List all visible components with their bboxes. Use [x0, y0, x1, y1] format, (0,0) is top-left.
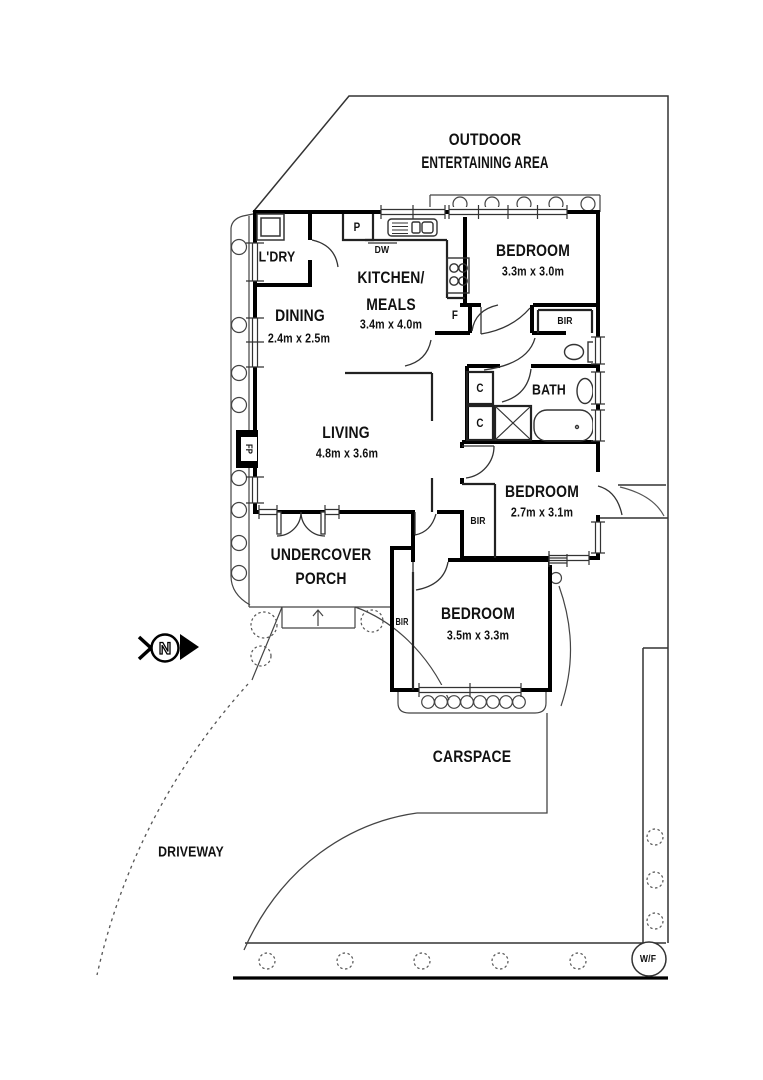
kitchen-label-line1: KITCHEN/: [357, 268, 425, 287]
vanity-basin: [576, 377, 594, 405]
dining-dims: 2.4m x 2.5m: [267, 330, 331, 346]
dishwasher-label: DW: [374, 244, 390, 256]
water-feature-label: W/F: [639, 953, 657, 965]
porch-label-line2: PORCH: [295, 569, 347, 588]
shower-cross: [494, 405, 532, 441]
bedroom3-bir-label: BIR: [395, 616, 409, 628]
front-deck: [397, 571, 572, 714]
compass-chevron: [137, 635, 154, 661]
north-compass: N: [137, 633, 199, 663]
bath-label: BATH: [532, 381, 566, 399]
fridge-label: F: [451, 308, 459, 322]
pantry-label: P: [353, 220, 361, 234]
bathtub: [533, 409, 594, 442]
external-internal-walls: [253, 210, 600, 692]
driveway-dashed-edge: [96, 683, 249, 976]
dining-label: DINING: [275, 306, 325, 325]
toilet: [563, 341, 597, 363]
laundry-trough: [256, 213, 285, 241]
kitchen-dims: 3.4m x 4.0m: [359, 316, 423, 332]
property-boundary: [245, 95, 669, 944]
living-dims: 4.8m x 3.6m: [315, 445, 379, 461]
windows: [246, 205, 605, 697]
fireplace: [236, 430, 258, 468]
gate-arc: [619, 486, 665, 517]
bedroom1-label: BEDROOM: [496, 241, 570, 260]
cupboard1-label: C: [476, 381, 484, 395]
bedroom3-dims: 3.5m x 3.3m: [446, 627, 510, 643]
bedroom2-bir-label: BIR: [470, 515, 486, 527]
carspace-outline: [243, 713, 548, 951]
living-label: LIVING: [322, 423, 370, 442]
bedroom2-label: BEDROOM: [505, 482, 579, 501]
bedroom3-label: BEDROOM: [441, 604, 515, 623]
bedroom2-dims: 2.7m x 3.1m: [510, 504, 574, 520]
bedroom1-bir-label: BIR: [557, 315, 573, 327]
garden-shrubs-right: [646, 828, 664, 930]
porch-and-steps: [249, 606, 450, 701]
compass-north-letter: N: [159, 639, 171, 658]
bedroom1-dims: 3.3m x 3.0m: [501, 263, 565, 279]
kitchen-label-line2: MEALS: [366, 295, 416, 314]
stove-cooktop: [446, 257, 470, 294]
outdoor-area-label-line2: ENTERTAINING AREA: [421, 153, 549, 172]
door-swings: [276, 239, 623, 591]
cupboard2-label: C: [476, 416, 484, 430]
laundry-label: L'DRY: [258, 248, 296, 266]
water-feature-circle: [631, 941, 667, 977]
porch-label-line1: UNDERCOVER: [270, 545, 372, 564]
garden-shrubs-porch: [250, 609, 384, 667]
kitchen-sink: [387, 218, 438, 237]
garden-shrubs-bottom: [258, 952, 587, 970]
north-arrow-icon: [180, 634, 199, 660]
outdoor-area-label-line1: OUTDOOR: [448, 130, 522, 149]
west-verandah-band: [230, 213, 254, 607]
fireplace-label: FP: [244, 443, 254, 455]
carspace-label: CARSPACE: [432, 747, 512, 766]
driveway-label: DRIVEWAY: [158, 843, 224, 861]
